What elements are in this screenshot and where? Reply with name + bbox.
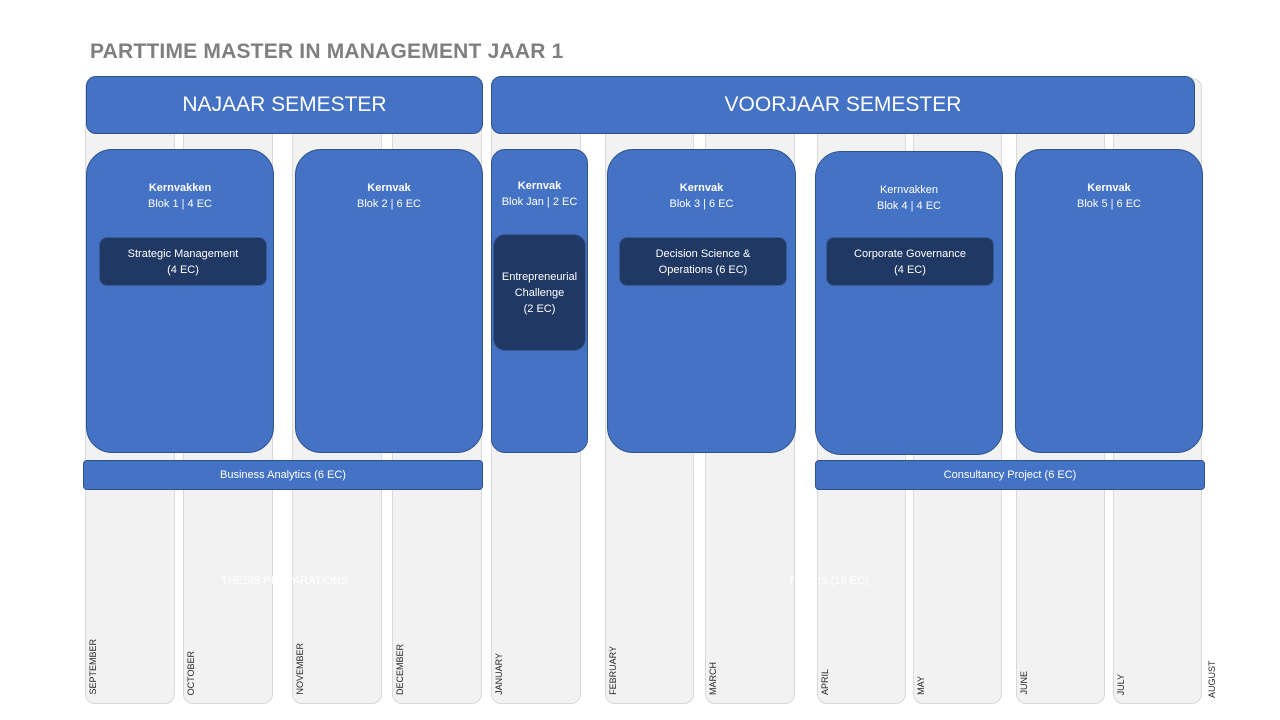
course-line: (4 EC) bbox=[167, 263, 199, 276]
course-decision-science: Decision Science & Operations (6 EC) bbox=[619, 237, 787, 286]
month-label: FEBRUARY bbox=[608, 646, 618, 695]
semester-header-najaar: NAJAAR SEMESTER bbox=[86, 76, 483, 134]
block-subheading: Blok 1 | 4 EC bbox=[148, 198, 212, 210]
block-heading: Kernvak bbox=[1087, 182, 1131, 194]
course-corporate-governance: Corporate Governance (4 EC) bbox=[826, 237, 994, 286]
block-header: Kernvak Blok Jan | 2 EC bbox=[492, 178, 587, 210]
month-label: MAY bbox=[916, 676, 926, 695]
course-line: Strategic Management bbox=[127, 247, 239, 260]
block-subheading: Blok 4 | 4 EC bbox=[877, 200, 941, 212]
block-subheading: Blok 3 | 6 EC bbox=[669, 198, 734, 210]
course-line: Challenge bbox=[514, 286, 565, 299]
month-label: OCTOBER bbox=[186, 650, 196, 695]
course-line: (4 EC) bbox=[894, 263, 926, 276]
block-subheading: Blok Jan | 2 EC bbox=[501, 196, 578, 208]
month-label: MARCH bbox=[708, 662, 718, 695]
course-line: (2 EC) bbox=[523, 302, 556, 315]
semester-header-voorjaar: VOORJAAR SEMESTER bbox=[491, 76, 1195, 134]
thesis-preparations-label: THESIS PREPARATIONS bbox=[221, 575, 349, 587]
block-2: Kernvak Blok 2 | 6 EC bbox=[295, 149, 483, 453]
business-analytics-bar: Business Analytics (6 EC) bbox=[83, 460, 483, 490]
block-heading: Kernvak bbox=[517, 180, 562, 192]
month-label-august: AUGUST bbox=[1207, 660, 1217, 698]
block-heading: Kernvakken bbox=[148, 182, 212, 194]
month-label: JULY bbox=[1116, 673, 1126, 695]
block-3: Kernvak Blok 3 | 6 EC Decision Science &… bbox=[607, 149, 796, 453]
month-label: SEPTEMBER bbox=[88, 639, 98, 695]
block-subheading: Blok 2 | 6 EC bbox=[357, 198, 421, 210]
block-header: Kernvak Blok 5 | 6 EC bbox=[1016, 180, 1202, 212]
course-line: Decision Science & bbox=[655, 247, 751, 260]
month-label: NOVEMBER bbox=[295, 643, 305, 695]
block-header: Kernvak Blok 2 | 6 EC bbox=[296, 180, 482, 212]
block-heading: Kernvak bbox=[679, 182, 724, 194]
block-4: Kernvakken Blok 4 | 4 EC Corporate Gover… bbox=[815, 151, 1003, 455]
month-label: JANUARY bbox=[494, 653, 504, 695]
block-1: Kernvakken Blok 1 | 4 EC Strategic Manag… bbox=[86, 149, 274, 453]
course-line: Entrepreneurial bbox=[501, 270, 578, 283]
block-heading: Kernvak bbox=[367, 182, 411, 194]
course-line: Operations (6 EC) bbox=[658, 263, 748, 276]
consultancy-project-bar: Consultancy Project (6 EC) bbox=[815, 460, 1205, 490]
block-header: Kernvakken Blok 4 | 4 EC bbox=[816, 182, 1002, 214]
month-label: DECEMBER bbox=[395, 643, 405, 695]
course-strategic-management: Strategic Management (4 EC) bbox=[99, 237, 267, 286]
course-line: Corporate Governance bbox=[854, 247, 966, 260]
page-title: PARTTIME MASTER IN MANAGEMENT JAAR 1 bbox=[90, 40, 564, 63]
month-label: JUNE bbox=[1019, 671, 1029, 695]
block-jan: Kernvak Blok Jan | 2 EC Entrepreneurial … bbox=[491, 149, 588, 453]
block-header: Kernvakken Blok 1 | 4 EC bbox=[87, 180, 273, 212]
thesis-label: THESIS (16 EC) bbox=[788, 575, 869, 587]
block-heading: Kernvakken bbox=[879, 184, 939, 196]
month-label: APRIL bbox=[820, 668, 830, 695]
block-header: Kernvak Blok 3 | 6 EC bbox=[608, 180, 795, 212]
block-subheading: Blok 5 | 6 EC bbox=[1077, 198, 1141, 210]
course-entrepreneurial-challenge: Entrepreneurial Challenge (2 EC) bbox=[493, 234, 586, 351]
block-5: Kernvak Blok 5 | 6 EC bbox=[1015, 149, 1203, 453]
